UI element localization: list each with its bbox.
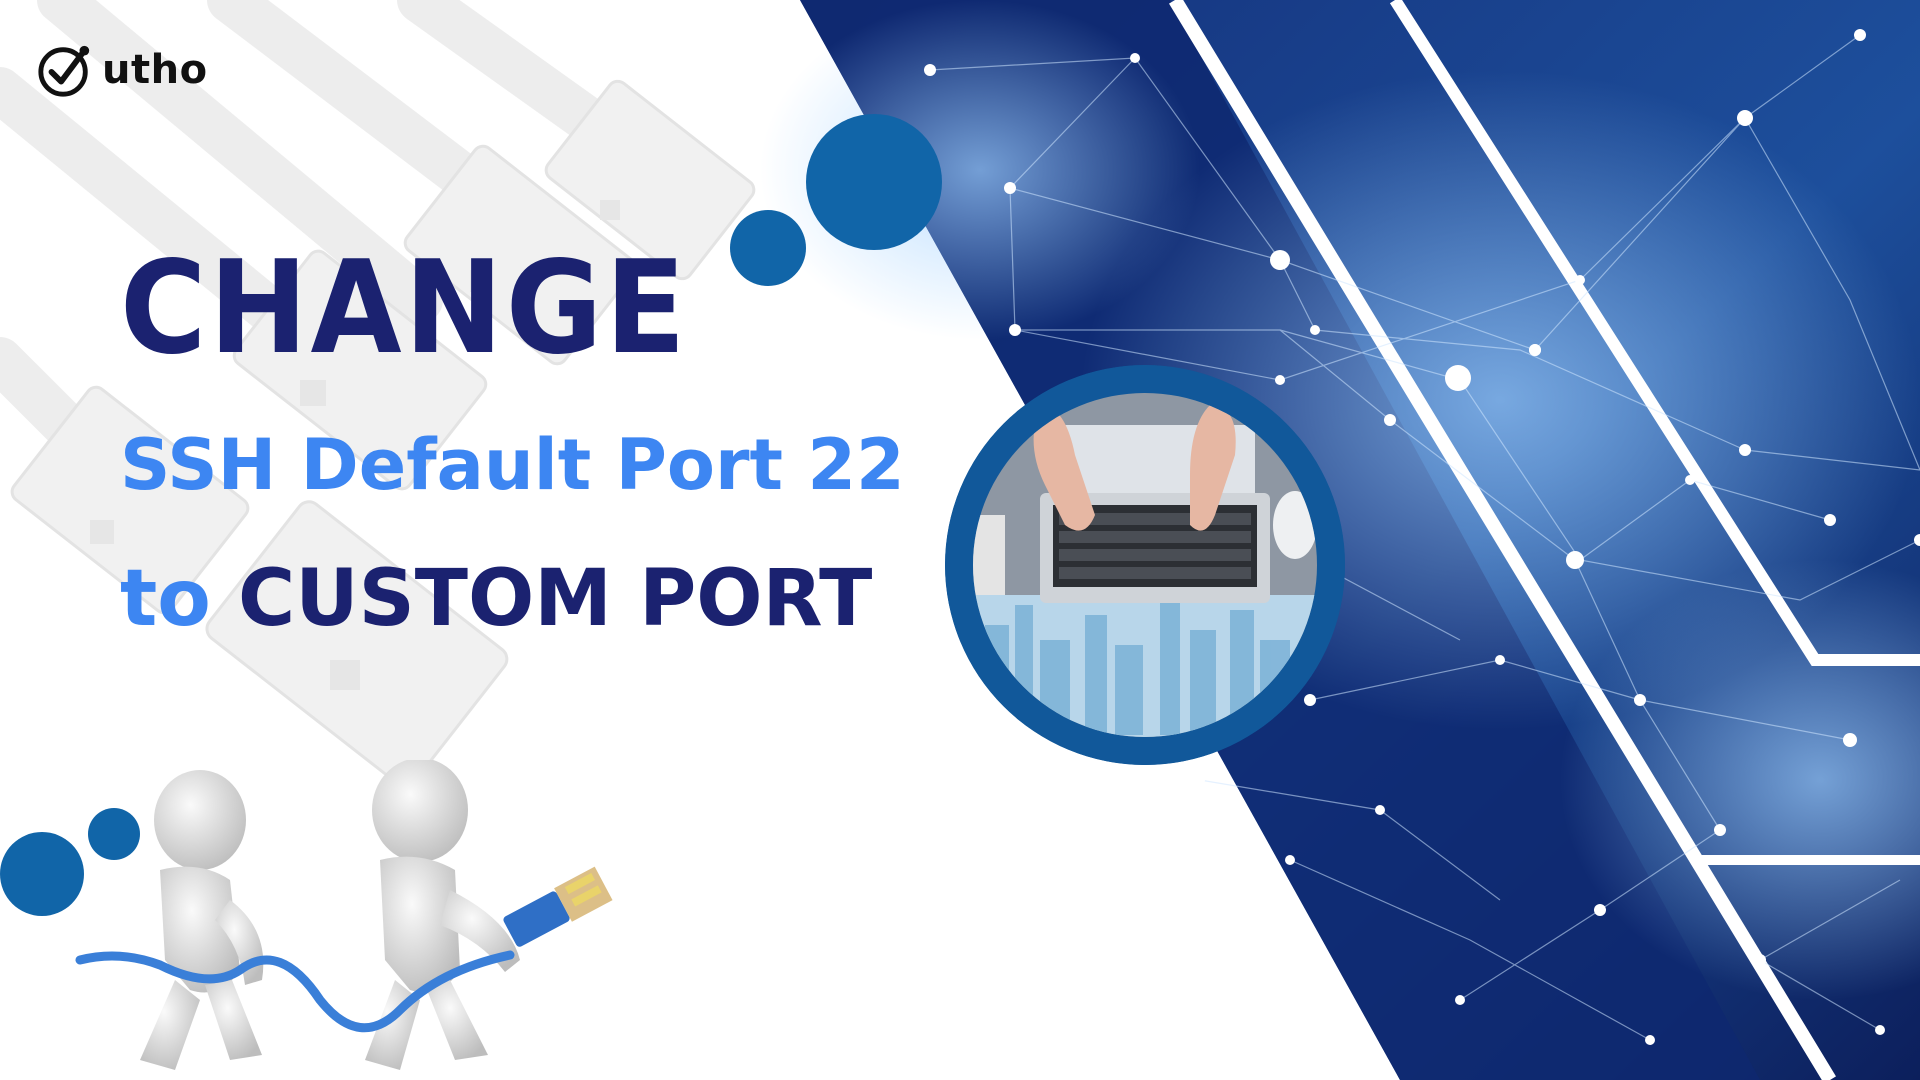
check-circle-icon	[38, 45, 90, 97]
decor-dot-bottom-small	[88, 808, 140, 860]
decor-dot-bottom-large	[0, 832, 84, 916]
decor-dot-medium	[730, 210, 806, 286]
logo-wordmark: utho	[102, 47, 208, 93]
decor-dot-large	[806, 114, 942, 250]
figures-carrying-cable-illustration	[75, 760, 613, 1070]
laptop-typing-photo	[945, 365, 1345, 765]
brand-logo[interactable]: utho	[36, 40, 208, 100]
headline-to: to	[120, 554, 211, 644]
headline-target: to CUSTOM PORT	[120, 560, 872, 638]
headline-subtitle: SSH Default Port 22	[120, 424, 905, 506]
headline-custom-port: CUSTOM PORT	[238, 554, 873, 644]
headline-title: CHANGE	[120, 234, 689, 383]
